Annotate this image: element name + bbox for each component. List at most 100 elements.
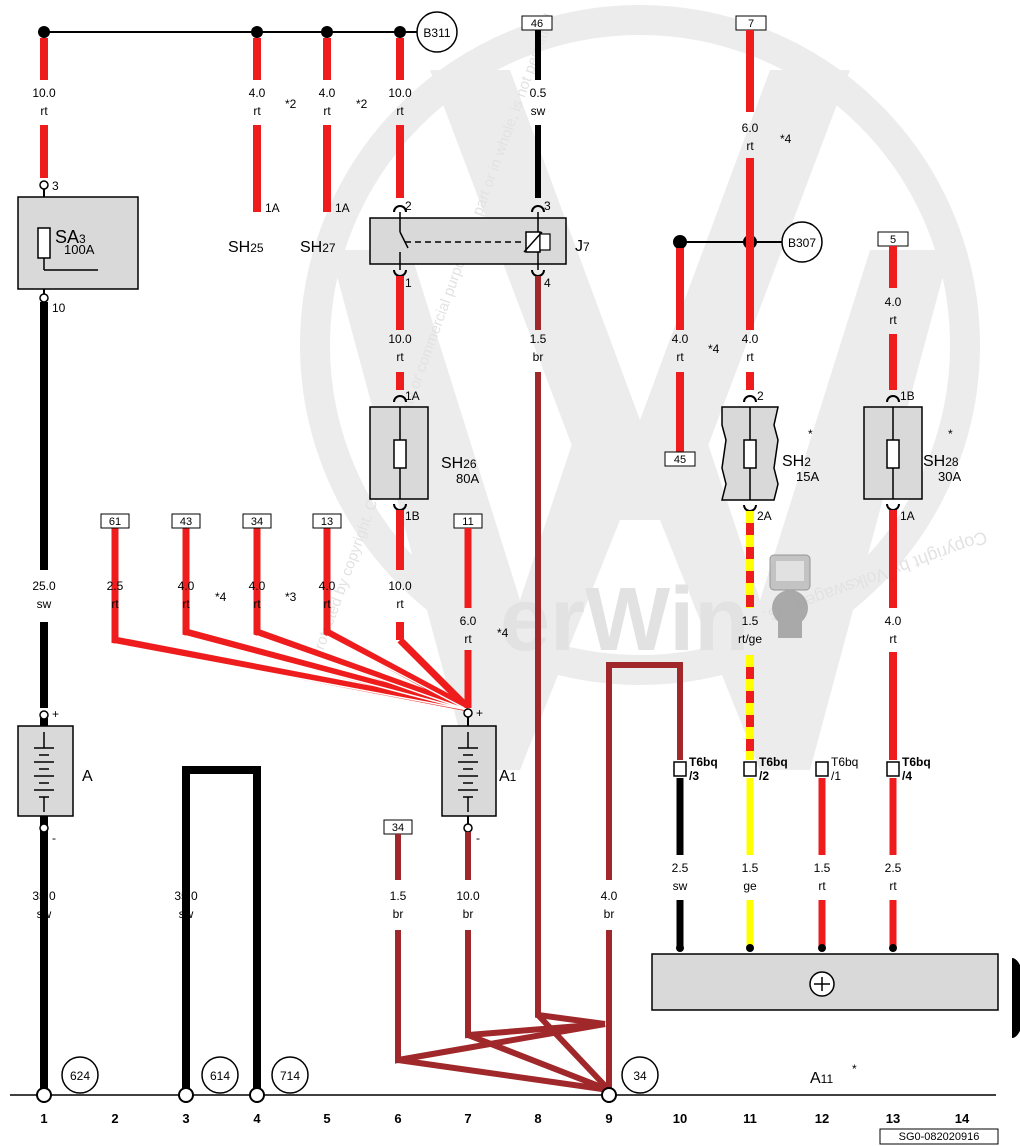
star-a11: * [852, 1062, 857, 1076]
track-number: 10 [673, 1111, 687, 1126]
wire-fan-dividers [114, 635, 469, 711]
w24-gauge: 10.0 [456, 889, 480, 903]
note-4b: *4 [708, 342, 720, 356]
w20-color: rt [889, 632, 897, 646]
ref-b307: B307 [788, 236, 816, 250]
w15-color: rt [253, 597, 261, 611]
battery-a-box [17, 725, 74, 817]
pin-label-j7-3: 3 [544, 199, 551, 213]
wire-fan-a1 [111, 528, 471, 712]
w9-gauge: 4.0 [672, 332, 689, 346]
track-number: 4 [253, 1111, 261, 1126]
pin-label-j7-1: 1 [405, 276, 412, 290]
ref-624: 624 [70, 1069, 90, 1083]
w8-color: br [533, 350, 544, 364]
conn-2-pin: /2 [759, 769, 769, 783]
battery-a1-box [441, 725, 497, 817]
w27-color: ge [743, 879, 757, 893]
pin-label-sh27: 1A [335, 201, 350, 215]
w24-color: br [463, 907, 474, 921]
w28-color: rt [818, 879, 826, 893]
rating-sh28: 30A [938, 469, 961, 484]
w21-color: sw [37, 907, 52, 921]
w18-color: rt [464, 632, 472, 646]
fuse-sh28-symbol [886, 439, 900, 469]
w10-color: rt [746, 350, 754, 364]
pin-label-sh28-in: 1B [900, 389, 915, 403]
conn-3-pin: /1 [831, 769, 841, 783]
w6-color: rt [746, 139, 754, 153]
w1-gauge: 10.0 [32, 86, 56, 100]
ref-circle-714 [271, 1056, 309, 1094]
label-sa3: SA3 [55, 227, 86, 247]
track-number: 2 [111, 1111, 118, 1126]
w3-color: rt [323, 104, 331, 118]
ref-circle-34 [621, 1056, 659, 1094]
ground-point-9 [601, 1087, 617, 1103]
pin-a-minus [39, 823, 49, 833]
rating-sh2: 15A [796, 469, 819, 484]
battery-a1-symbol [458, 732, 478, 812]
label-sh26: SH26 [441, 455, 477, 472]
w4-color: rt [396, 104, 404, 118]
rating-sa3: 100A [64, 242, 95, 257]
pin-label-sh26-in: 1A [405, 389, 420, 403]
ground-point-1 [36, 1087, 52, 1103]
conn-4-pin: /4 [902, 769, 912, 783]
pin-label-sa3-in: 3 [52, 179, 59, 193]
w23-gauge: 1.5 [390, 889, 407, 903]
track-number: 11 [743, 1111, 757, 1126]
label-a: A [82, 768, 93, 785]
box-45: 45 [674, 454, 686, 466]
box-34a: 34 [251, 516, 263, 528]
w22-gauge: 35.0 [174, 889, 198, 903]
w17-color: rt [396, 597, 404, 611]
wire-w22 [182, 766, 261, 1024]
w2-color: rt [253, 104, 261, 118]
pin-a1-minus [463, 823, 473, 833]
ref-circle-624 [61, 1056, 99, 1094]
ref-34: 34 [633, 1069, 647, 1083]
w29-color: rt [889, 879, 897, 893]
pin-label-j7-2: 2 [405, 199, 412, 213]
ref-b311: B311 [423, 26, 450, 40]
track-number: 5 [323, 1111, 330, 1126]
w1-color: rt [40, 104, 48, 118]
label-sh27: SH27 [300, 239, 336, 256]
w14-color: rt [182, 597, 190, 611]
pin-label-sh26-out: 1B [405, 509, 420, 523]
track-number: 14 [955, 1111, 970, 1126]
track-number: 13 [886, 1111, 900, 1126]
pin-label-sh28-out: 1A [900, 509, 915, 523]
w29-gauge: 2.5 [885, 861, 902, 875]
track-number: 3 [182, 1111, 189, 1126]
track-number: 9 [605, 1111, 612, 1126]
w25-color: br [604, 907, 615, 921]
box-34b: 34 [392, 822, 404, 834]
note-4a: *4 [780, 132, 792, 146]
track-number: 6 [394, 1111, 401, 1126]
box-61: 61 [109, 516, 121, 528]
w8-gauge: 1.5 [530, 332, 547, 346]
w5-color: sw [531, 104, 546, 118]
pin-label-sh25: 1A [265, 201, 280, 215]
w11-gauge: 4.0 [885, 295, 902, 309]
conn-1-pin: /3 [689, 769, 699, 783]
box-7: 7 [748, 18, 754, 30]
w13-gauge: 2.5 [107, 579, 124, 593]
label-j7: J7 [575, 238, 590, 255]
pin-label-a-minus: - [52, 831, 56, 845]
w19-color: rt/ge [738, 632, 762, 646]
fuse-sh2-symbol [743, 439, 757, 469]
box-5: 5 [890, 234, 896, 246]
box-13: 13 [321, 516, 333, 528]
track-number: 8 [534, 1111, 541, 1126]
pin-a-plus [39, 710, 49, 720]
pin-sa3-in [39, 180, 49, 190]
w19-gauge: 1.5 [742, 614, 759, 628]
w21-gauge: 35.0 [32, 889, 56, 903]
w4-gauge: 10.0 [388, 86, 412, 100]
ref-714: 714 [280, 1069, 300, 1083]
w22-color: sw [179, 907, 194, 921]
w23-color: br [393, 907, 404, 921]
